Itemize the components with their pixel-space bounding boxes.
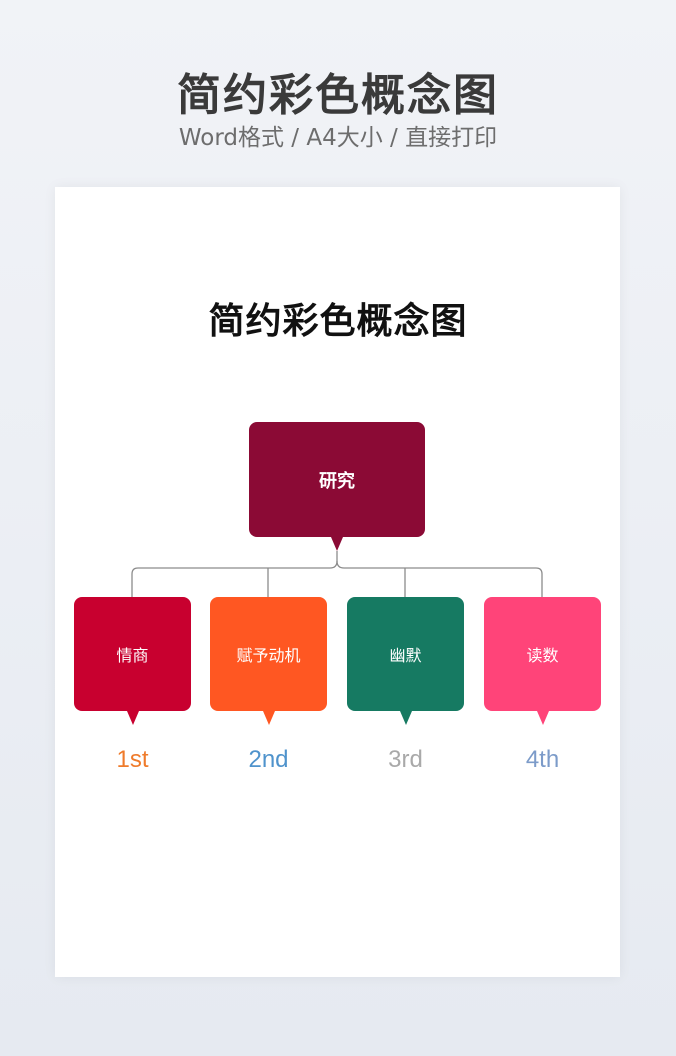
rank-label-1: 1st <box>116 746 149 773</box>
concept-node-1: 情商 <box>74 597 191 725</box>
concept-node-2: 赋予动机 <box>210 597 327 725</box>
concept-node-root-label: 研究 <box>319 470 355 492</box>
concept-node-4: 读数 <box>484 597 601 725</box>
header-title: 简约彩色概念图 <box>177 70 499 121</box>
document-title: 简约彩色概念图 <box>208 301 468 342</box>
concept-node-2-label: 赋予动机 <box>236 646 301 665</box>
header-subtitle: Word格式 / A4大小 / 直接打印 <box>178 125 498 151</box>
concept-node-root: 研究 <box>249 422 425 551</box>
rank-label-3: 3rd <box>388 746 423 773</box>
rank-label-2: 2nd <box>248 746 289 773</box>
concept-node-3: 幽默 <box>347 597 464 725</box>
concept-node-3-label: 幽默 <box>389 646 422 665</box>
concept-node-4-label: 读数 <box>526 646 559 665</box>
rank-label-4: 4th <box>525 746 560 773</box>
concept-node-1-label: 情商 <box>116 646 149 665</box>
